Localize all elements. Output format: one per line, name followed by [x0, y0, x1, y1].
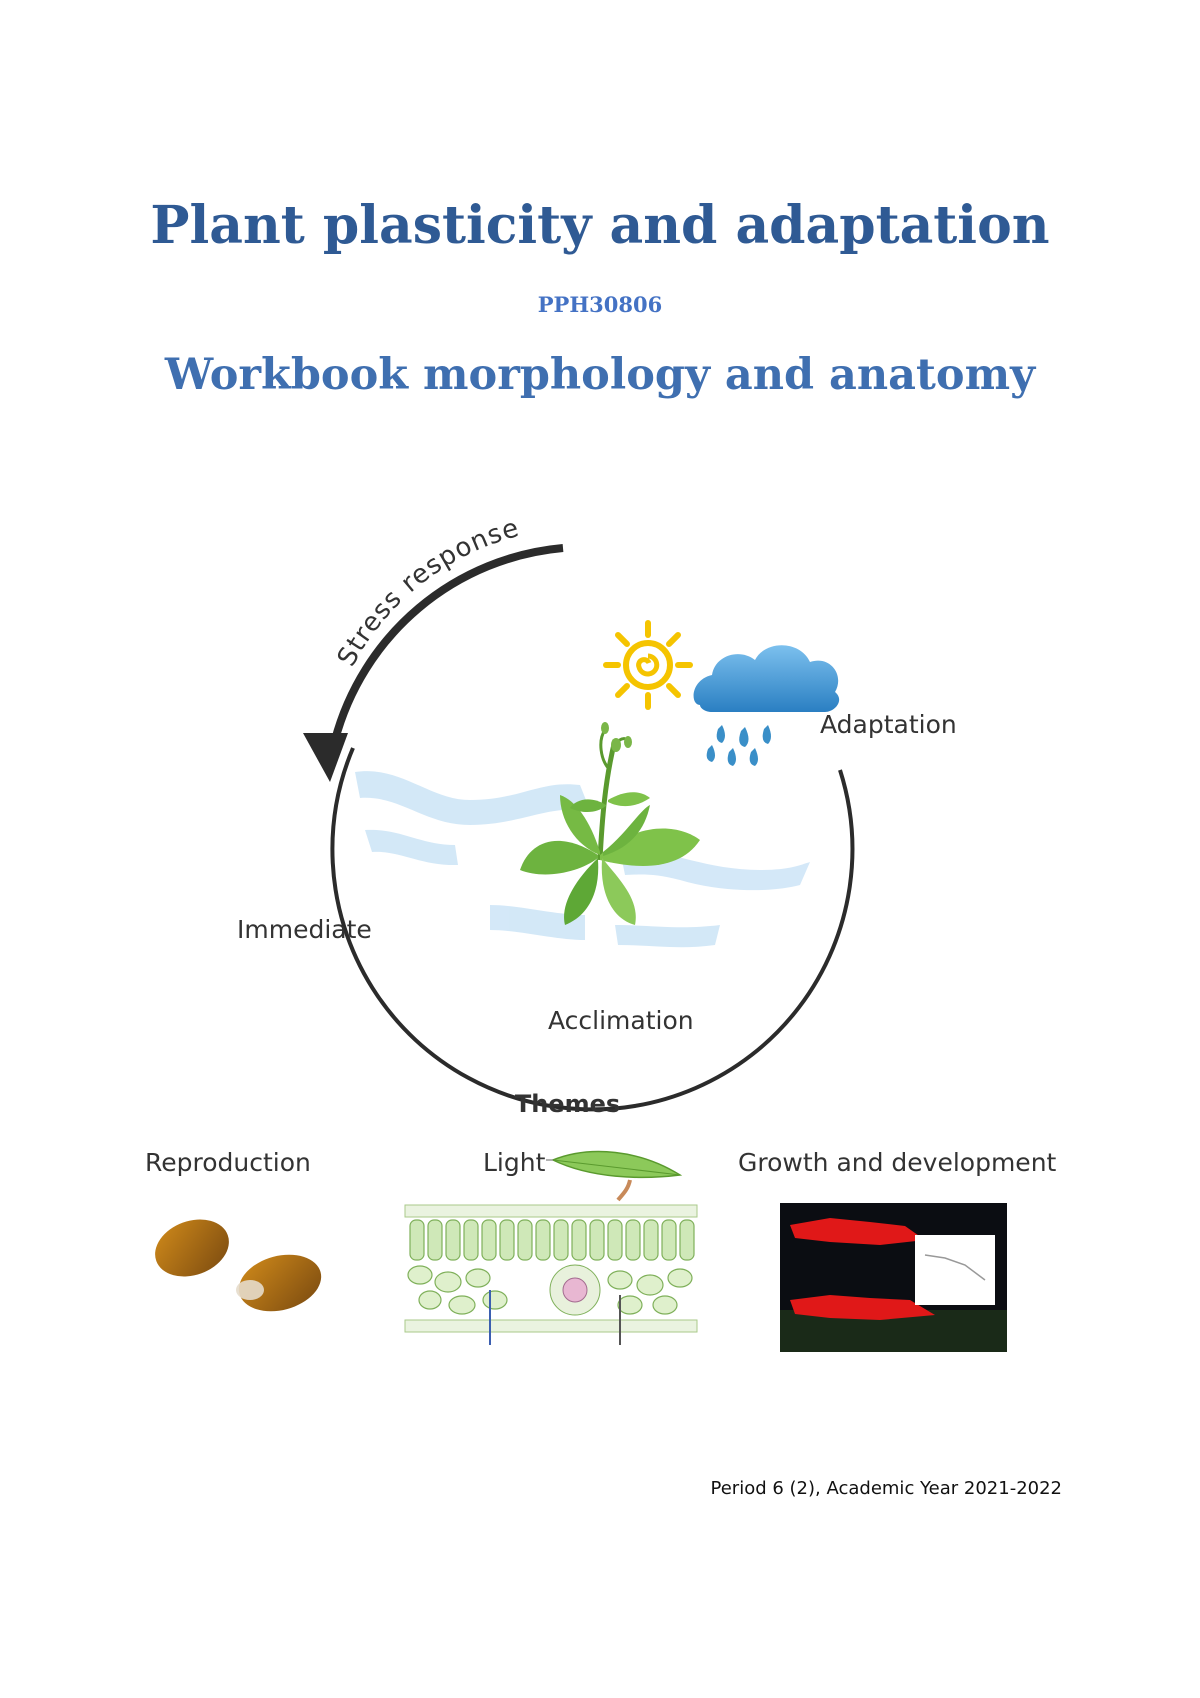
leaf-cross-section-image: [404, 1204, 698, 1345]
leaf-icon: [546, 1150, 683, 1202]
theme-light-label: Light: [483, 1148, 546, 1177]
arrowhead-icon: [303, 733, 348, 782]
course-code: PPH30806: [537, 292, 663, 317]
sun-icon: [603, 620, 693, 710]
page-subtitle: Workbook morphology and anatomy: [164, 350, 1036, 400]
plant-icon: [520, 722, 700, 925]
adaptation-label: Adaptation: [820, 710, 957, 739]
growth-simulation-image: [780, 1203, 1007, 1352]
period-footer: Period 6 (2), Academic Year 2021-2022: [710, 1478, 1062, 1499]
seeds-image: [155, 1219, 322, 1312]
cycle-arc: [330, 747, 855, 1112]
stress-response-arrow: [331, 544, 564, 742]
themes-heading: Themes: [514, 1090, 621, 1118]
page-title: Plant plasticity and adaptation: [150, 195, 1050, 256]
theme-reproduction-label: Reproduction: [145, 1148, 311, 1177]
theme-growth-label: Growth and development: [738, 1148, 1057, 1177]
acclimation-label: Acclimation: [548, 1006, 694, 1035]
rain-cloud-icon: [693, 645, 840, 766]
immediate-label: Immediate: [237, 915, 372, 944]
